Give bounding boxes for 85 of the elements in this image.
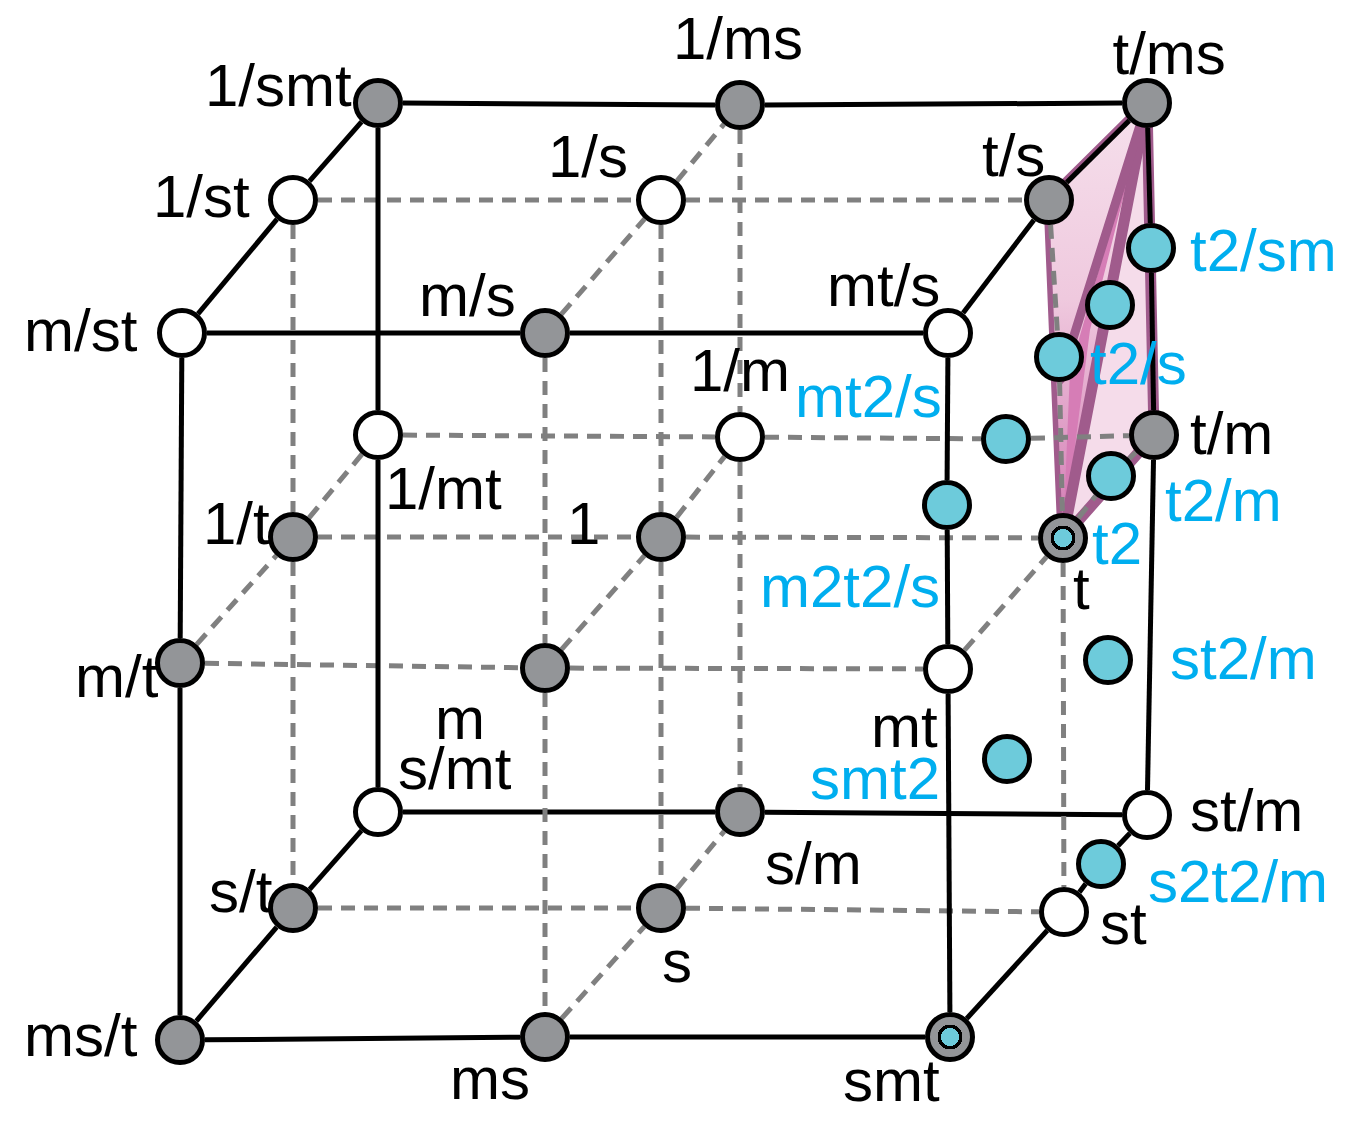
dashed-connector [307,452,364,520]
connector-line [570,1034,925,1040]
node-label: s2t2/m [1148,852,1329,912]
connector-line [177,358,185,638]
dashed-connector [674,455,727,519]
node-label: smt [843,1051,940,1111]
node-label: mt2/s [795,367,942,427]
node-label: st/m [1190,781,1304,841]
dashed-connector [559,554,647,651]
connector-line [964,928,1050,1021]
node-label: m/st [24,301,138,361]
node-label: t2/m [1165,471,1282,531]
node-label: t/m [1190,404,1274,464]
node-label: ms [450,1049,530,1109]
connector-line [375,460,381,787]
dashed-connector [737,462,743,787]
dashed-connector [290,225,296,512]
connector-line [403,809,715,815]
node-label: 1/ms [673,9,804,69]
dashed-connector [686,197,1024,203]
node-label: s [662,932,692,992]
node-label: 1/smt [205,56,352,116]
node-label: 1/st [153,167,250,227]
dashed-connector [1048,224,1060,333]
dashed-connector [542,358,548,643]
dashed-connector [570,665,923,672]
dashed-connector [1030,433,1130,441]
dashed-connector [737,130,743,412]
node-label: st2/m [1170,629,1317,689]
dashed-connector [403,432,715,440]
dashed-connector [1057,381,1065,514]
dashed-connector [204,660,521,671]
dashed-connector [685,905,1040,915]
dashed-connector [962,555,1049,652]
node-label: 1/mt [385,459,502,519]
dashed-connector [686,534,1038,541]
node-label: s/mt [398,739,512,799]
node-label: m2t2/s [760,557,941,617]
connector-line [961,218,1036,315]
connector-line [944,358,951,480]
dashed-connector [674,829,727,891]
connector-line [177,688,183,1015]
node-label: mt/s [827,256,941,316]
connector-line [196,217,279,316]
dashed-connector [1060,563,1067,887]
dashed-connector [194,553,279,647]
connector-line [194,925,279,1023]
dashed-connector [559,924,647,1021]
node-label: t2 [1092,514,1143,574]
node-label: 1 [567,494,601,554]
node-label: s/m [765,834,862,894]
connector-line [307,829,364,891]
connector-line [944,530,951,644]
connector-line [570,330,923,336]
dashed-connector [1076,494,1098,520]
node-label: t/s [982,126,1046,186]
dashed-connector [658,225,664,512]
node-label: t/ms [1112,24,1226,84]
node-label: m/s [419,266,516,326]
connector-line [307,120,364,183]
connector-line [765,100,1122,108]
dashed-connector [675,122,726,183]
connector-line [1145,459,1156,791]
connector-line [1065,118,1131,185]
node-label: st [1100,894,1147,954]
dashed-connector [1127,450,1138,461]
connector-line [1116,831,1132,848]
connector-line [1077,882,1088,894]
connector-line [375,128,381,410]
node-label: ms/t [24,1006,138,1066]
node-label: 1/t [203,494,270,554]
dashed-connector [765,434,981,442]
dashed-connector [559,217,647,316]
node-label: 1/m [690,341,791,401]
node-label: m/t [75,647,159,707]
node-label: t2/sm [1190,221,1337,281]
connector-line [207,330,520,336]
node-label: t [1073,559,1090,619]
node-label: s/t [209,862,273,922]
connector-line [765,809,1122,818]
connector-line [204,1034,521,1043]
connector-line [403,100,715,108]
connector-line [1145,127,1153,224]
connector-line [945,694,953,1012]
node-label: 1/s [548,127,629,187]
